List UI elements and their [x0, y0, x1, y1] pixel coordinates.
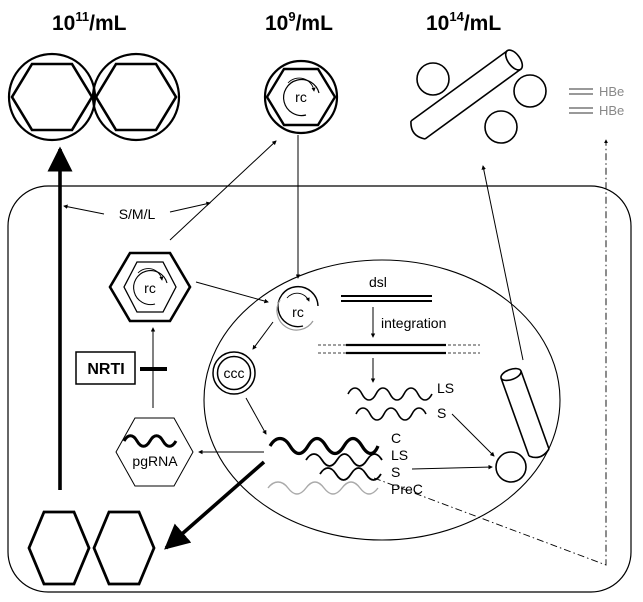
hbe-secretion-path: [373, 139, 609, 566]
arrow-capsid-to-nuclear-rc: [195, 281, 269, 304]
c-transcript: [268, 436, 380, 456]
s-label-lower: S: [391, 464, 400, 480]
cytoplasm-filament: [500, 367, 550, 459]
rc-label-cytoplasm: rc: [144, 280, 156, 296]
nucleus: [203, 259, 561, 541]
cell-membrane: [7, 185, 632, 593]
cytoplasmic-rc-capsid: rc: [108, 251, 192, 323]
prec-label: PreC: [391, 481, 423, 497]
integrated-dna: [318, 343, 480, 355]
dsl-label: dsl: [369, 274, 387, 290]
subviral-sphere-1: [416, 62, 450, 96]
integrated-ls-transcript: [347, 387, 433, 401]
subviral-filament: [410, 49, 524, 140]
hbe-symbol-2: [569, 107, 593, 114]
c-label: C: [391, 430, 401, 446]
complete-virion-rc: rc: [263, 59, 339, 135]
arrow-filament-to-subviral: [481, 165, 524, 361]
subviral-sphere-2: [513, 74, 547, 108]
pgrna-capsid: pgRNA: [115, 417, 194, 487]
subviral-sphere-3: [484, 110, 518, 144]
empty-capsid-left: [27, 510, 91, 586]
ls-transcript: [305, 453, 383, 467]
integration-label: integration: [381, 315, 446, 331]
header-virions-concentration: 1011/mL: [52, 9, 127, 35]
header-subviral-particles-concentration: 1014/mL: [426, 9, 501, 35]
header-complete-virions-concentration: 109/mL: [265, 9, 333, 35]
arrow-capsid-to-virion: [169, 140, 277, 241]
arrow-to-empty-capsids: [164, 460, 266, 550]
nuclear-rc-dna: rc: [276, 285, 319, 331]
dsl-dna: [341, 295, 432, 302]
arrow-rc-to-ccc: [252, 321, 274, 350]
arrow-s-to-sphere: [451, 413, 495, 457]
subviral-particles: [410, 49, 547, 144]
empty-virion-left: [7, 52, 97, 142]
empty-virion-right: [91, 52, 181, 142]
prec-transcript: [267, 481, 379, 495]
s-label-upper: S: [437, 405, 446, 421]
integrated-s-transcript: [355, 407, 427, 421]
ls-label-lower: LS: [391, 447, 408, 463]
pgrna-label: pgRNA: [132, 453, 178, 469]
sml-arrow-right: [169, 201, 211, 213]
s-transcript: [319, 467, 382, 481]
sml-arrow-left: [63, 204, 105, 215]
arrow-s-transcript-to-sphere: [411, 464, 493, 470]
hbe-label-1: HBe: [599, 84, 624, 99]
empty-capsid-right: [92, 510, 156, 586]
hbe-symbol-1: [569, 88, 593, 95]
cccdna: ccc: [212, 351, 256, 395]
rc-label-nucleus: rc: [292, 304, 304, 320]
nrti-box: [75, 351, 136, 385]
ls-label-upper: LS: [437, 380, 454, 396]
sml-label: S/M/L: [119, 206, 156, 222]
hbe-label-2: HBe: [599, 103, 624, 118]
cytoplasm-sphere: [495, 451, 527, 483]
arrow-ccc-to-transcripts: [245, 397, 267, 435]
nrti-label: NRTI: [87, 361, 124, 378]
rc-label-virion: rc: [295, 89, 307, 105]
ccc-label: ccc: [224, 365, 245, 381]
